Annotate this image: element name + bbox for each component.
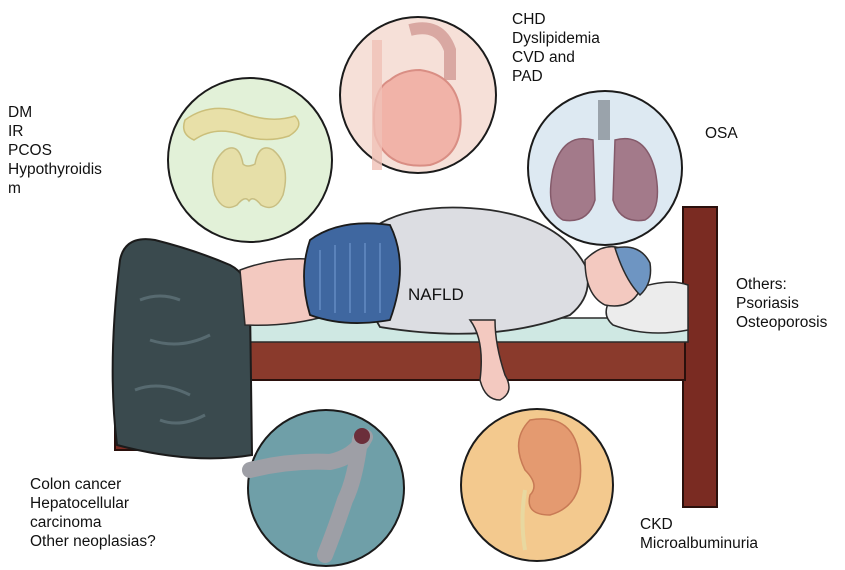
label-ckd: CKD [640, 515, 758, 534]
label-psoriasis: Psoriasis [736, 294, 827, 313]
label-others: Others: [736, 275, 827, 294]
endocrine-circle [168, 78, 332, 242]
label-dyslipidemia: Dyslipidemia [512, 29, 600, 48]
label-osa: OSA [705, 124, 738, 143]
label-cvd: CVD and [512, 48, 600, 67]
center-label: NAFLD [408, 285, 464, 305]
gastrointestinal-labels: Colon cancer Hepatocellular carcinoma Ot… [30, 475, 156, 551]
cardiovascular-labels: CHD Dyslipidemia CVD and PAD [512, 10, 600, 86]
label-microalbuminuria: Microalbuminuria [640, 534, 758, 553]
label-hypothyroidism-cont: m [8, 179, 102, 198]
label-ir: IR [8, 122, 102, 141]
kidney-circle [461, 409, 613, 561]
trachea-icon [598, 100, 610, 140]
label-dm: DM [8, 103, 102, 122]
label-pcos: PCOS [8, 141, 102, 160]
lung-circle [528, 91, 682, 245]
renal-labels: CKD Microalbuminuria [640, 515, 758, 553]
label-other-neoplasias: Other neoplasias? [30, 532, 156, 551]
label-colon-cancer: Colon cancer [30, 475, 156, 494]
respiratory-labels: OSA [705, 124, 738, 143]
cardiovascular-circle [340, 17, 496, 173]
heart-icon [374, 70, 461, 166]
label-carcinoma: carcinoma [30, 513, 156, 532]
endocrine-labels: DM IR PCOS Hypothyroidis m [8, 103, 102, 198]
label-chd: CHD [512, 10, 600, 29]
blanket [113, 239, 252, 458]
label-osteoporosis: Osteoporosis [736, 313, 827, 332]
label-hepatocellular: Hepatocellular [30, 494, 156, 513]
colon-circle [248, 410, 404, 566]
others-labels: Others: Psoriasis Osteoporosis [736, 275, 827, 332]
shorts [304, 223, 400, 323]
tumor-icon [354, 428, 370, 444]
headboard [683, 207, 717, 507]
label-pad: PAD [512, 67, 600, 86]
label-hypothyroidism: Hypothyroidis [8, 160, 102, 179]
